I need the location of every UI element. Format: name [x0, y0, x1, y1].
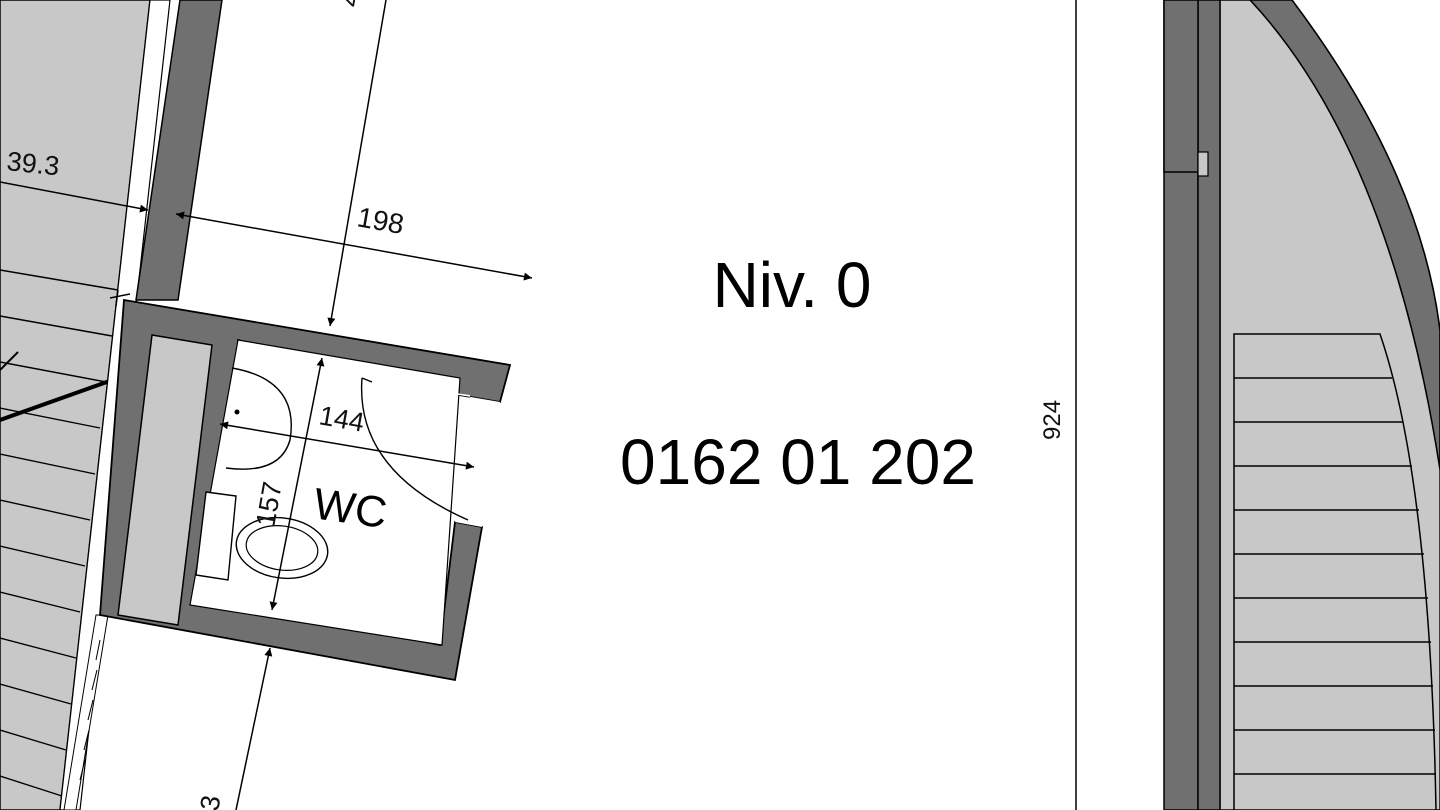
- dim-line-vertical-bottom: [235, 647, 273, 810]
- dim-line-157: [269, 357, 325, 611]
- stair-edge-strip: [59, 0, 171, 810]
- dim-text-bottom-partial: 3: [194, 793, 226, 810]
- dim-line-198: [175, 211, 533, 281]
- stair-diagonal-line: [0, 376, 119, 422]
- wc-room: [99, 298, 512, 682]
- wc-door-leaf: [361, 377, 373, 383]
- dim-tick-wall-2: [115, 289, 119, 307]
- dim-text-top-partial: 4: [334, 0, 366, 9]
- left-stair-fill: [0, 0, 151, 810]
- wc-toilet-tank: [195, 491, 237, 581]
- dim-tick-wall: [109, 293, 131, 299]
- right-stair-area: [1163, 0, 1440, 810]
- right-stair-treads: [1233, 333, 1437, 810]
- right-wall-joint: [1163, 0, 1199, 173]
- dim-line-vertical-top: [327, 0, 387, 327]
- stair-diagonal-tick: [0, 351, 19, 371]
- right-wall-inner: [1197, 0, 1221, 810]
- plan-number: 0162 01 202: [620, 426, 976, 498]
- right-wall-notch: [1197, 151, 1209, 177]
- wc-room-label: WC: [311, 479, 390, 538]
- wc-door-opening: [360, 378, 500, 527]
- dim-text-924: 924: [1039, 400, 1066, 440]
- level-label: Niv. 0: [713, 249, 872, 321]
- dim-line-39-3: [0, 181, 149, 213]
- left-main-wall: [135, 0, 223, 301]
- dim-text-198: 198: [355, 201, 406, 240]
- wc-shaft: [117, 334, 213, 626]
- dim-line-144: [219, 421, 475, 470]
- left-stair-area: [0, 0, 223, 810]
- left-stair-treads: [0, 269, 119, 797]
- dim-text-39-3: 39.3: [5, 146, 60, 181]
- wc-sink-dot: [234, 409, 240, 415]
- dimension-lines: [0, 0, 1077, 810]
